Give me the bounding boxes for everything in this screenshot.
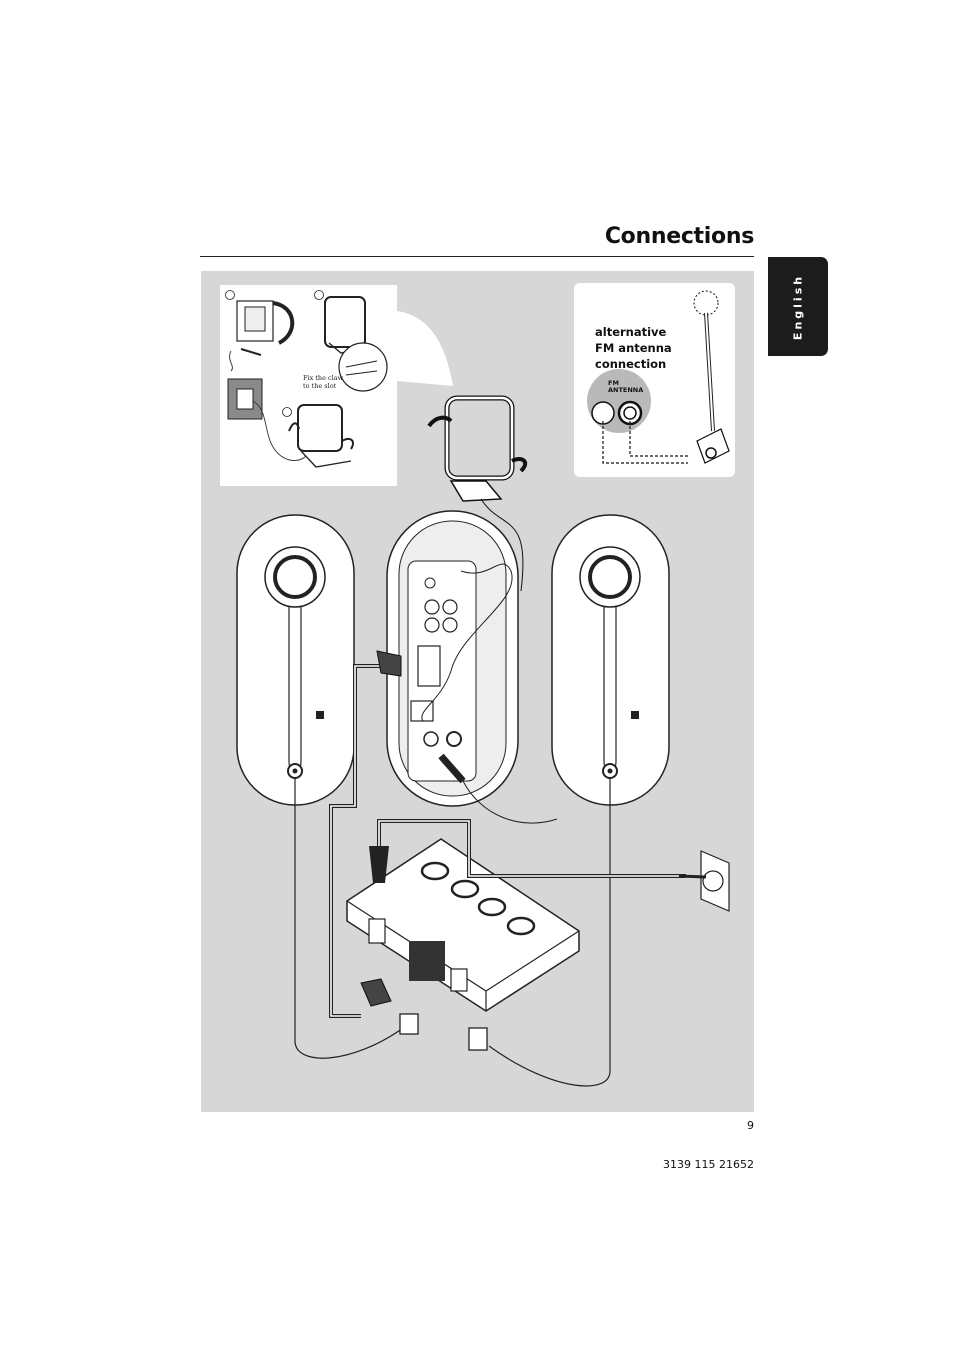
- clasp-note-line-1: Fix the claw: [303, 374, 344, 382]
- right-speaker: [551, 514, 670, 806]
- am-antenna-inset: [220, 285, 453, 486]
- power-unit: [346, 838, 580, 1012]
- wall-socket: [678, 850, 730, 912]
- document-code: 3139 115 21652: [663, 1158, 754, 1171]
- main-unit: [386, 510, 558, 824]
- cables: [294, 664, 686, 1087]
- fm-inset-heading: alternative FM antenna connection: [595, 324, 672, 372]
- connections-illustration: [220, 283, 735, 1087]
- plugs: [360, 650, 488, 1051]
- clasp-note-line-2: to the slot: [303, 382, 337, 390]
- loop-antenna: [427, 395, 528, 592]
- fm-socket-label: FM ANTENNA: [608, 380, 643, 394]
- language-tab: English: [768, 257, 828, 356]
- page-title: Connections: [604, 224, 754, 249]
- title-rule: [200, 256, 754, 257]
- left-speaker: [236, 514, 355, 806]
- fm-inset-heading-line-2: FM antenna: [595, 341, 672, 355]
- fm-socket-label-line-2: ANTENNA: [608, 386, 644, 394]
- language-tab-label: English: [791, 273, 805, 340]
- clasp-note: Fix the claw to the slot: [303, 374, 343, 390]
- fm-antenna-inset: [574, 283, 735, 477]
- connections-figure: Fix the claw to the slot alternative FM …: [201, 271, 754, 1112]
- fm-inset-heading-line-1: alternative: [595, 325, 667, 339]
- fm-inset-heading-line-3: connection: [595, 357, 667, 371]
- page-number: 9: [747, 1119, 754, 1132]
- fm-socket-label-line-1: FM: [608, 379, 619, 387]
